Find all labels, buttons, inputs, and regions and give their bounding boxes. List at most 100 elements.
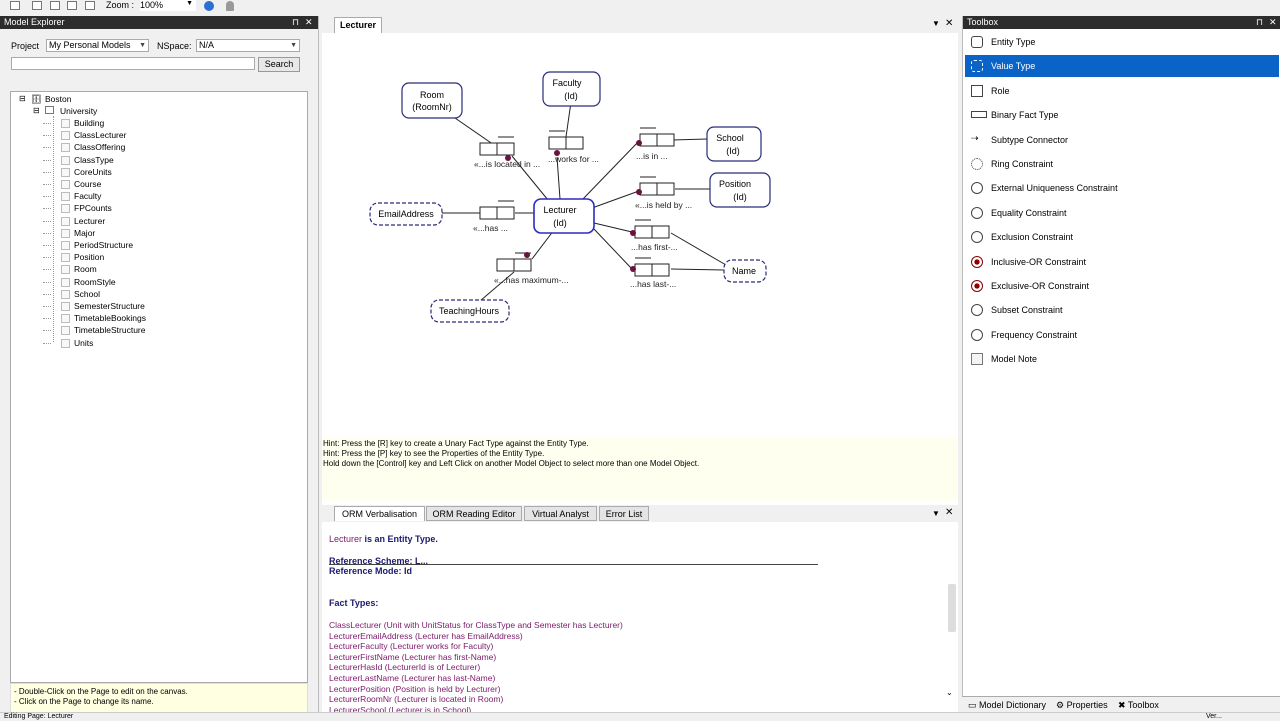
close-icon[interactable]: ✕ (305, 17, 313, 27)
fact-type-item[interactable]: LecturerFirstName (Lecturer has first-Na… (329, 651, 497, 662)
tree-item[interactable]: Position (74, 252, 105, 263)
value-teachinghours[interactable]: TeachingHours (430, 299, 510, 323)
toolbox-item[interactable]: Ring Constraint (965, 153, 1279, 175)
expand-icon[interactable]: ⊟ (33, 106, 40, 115)
tree-item[interactable]: Major (74, 227, 96, 238)
search-input[interactable] (11, 57, 255, 70)
role-icon (971, 84, 983, 97)
tree-item[interactable]: School (74, 288, 100, 299)
project-select[interactable]: My Personal Models▼ (46, 39, 149, 52)
print-icon[interactable] (50, 1, 60, 10)
chevron-down-icon[interactable]: ▼ (932, 19, 940, 28)
tree-item[interactable]: SemesterStructure (74, 301, 145, 311)
tree-item[interactable]: Lecturer (74, 215, 106, 226)
close-icon[interactable]: ✕ (945, 18, 954, 29)
scrollbar-thumb[interactable] (948, 584, 956, 632)
fact-type-boxes[interactable] (479, 133, 675, 277)
fact-type-item[interactable]: LecturerLastName (Lecturer has last-Name… (329, 673, 496, 683)
tab-model-dictionary[interactable]: ▭ Model Dictionary (968, 700, 1047, 710)
fact-type-item[interactable]: LecturerRoomNr (Lecturer is located in R… (329, 694, 504, 705)
orm-canvas[interactable]: Room (RoomNr) Faculty (Id) School (Id) P… (322, 33, 958, 505)
toolbox-item[interactable]: Role (965, 80, 1279, 102)
verbal-ref-scheme: Reference Scheme: L... (329, 556, 429, 564)
close-icon[interactable]: ✕ (945, 507, 954, 518)
fact-type-item[interactable]: ClassLecturer (Unit with UnitStatus for … (329, 620, 623, 630)
tab-virtual-analyst[interactable]: Virtual Analyst (524, 506, 597, 521)
orm-diagram[interactable]: Room (RoomNr) Faculty (Id) School (Id) P… (322, 33, 958, 437)
tree-item[interactable]: CoreUnits (74, 166, 112, 177)
fact-type-item[interactable]: LecturerSchool (Lecturer is in School) (329, 704, 472, 715)
tree-item[interactable]: ClassLecturer (74, 130, 127, 141)
database-icon: 🗄 (31, 94, 42, 104)
toolbox-item-label: Entity Type (991, 37, 1036, 47)
tree-item[interactable]: ClassOffering (74, 142, 126, 153)
tree-item[interactable]: Units (74, 337, 94, 348)
pin-icon[interactable]: ⊓ (1256, 17, 1264, 27)
fact-type-item[interactable]: LecturerHasId (LecturerId is of Lecturer… (329, 662, 481, 673)
value-name[interactable]: Name (723, 259, 767, 283)
panel-title-text: Toolbox (967, 17, 999, 27)
tree-root[interactable]: Boston (45, 94, 72, 104)
toolbox-item[interactable]: Value Type (965, 55, 1279, 78)
tree-item[interactable]: RoomStyle (74, 276, 116, 287)
toolbox-item[interactable]: Exclusive-OR Constraint (965, 275, 1279, 297)
panel-title-text: Model Explorer (4, 17, 65, 27)
toolbox-item[interactable]: Model Note (965, 348, 1279, 370)
entity-position[interactable]: Position (Id) (709, 172, 771, 208)
toolbox-item[interactable]: Inclusive-OR Constraint (965, 251, 1279, 273)
copy-icon[interactable] (67, 1, 77, 10)
paste-icon[interactable] (85, 1, 95, 10)
tab-properties[interactable]: ⚙ Properties (1056, 700, 1108, 710)
value-emailaddress[interactable]: EmailAddress (369, 202, 443, 226)
toolbox-item[interactable]: Subset Constraint (965, 299, 1279, 321)
tree-item[interactable]: Building (74, 118, 105, 128)
reading-has: «...has ... (473, 223, 508, 233)
toolbox-item[interactable]: External Uniqueness Constraint (965, 177, 1279, 199)
tab-toolbox[interactable]: ✖ Toolbox (1118, 700, 1159, 710)
verbal-heading: Lecturer is an Entity Type. (329, 534, 438, 544)
tree-model[interactable]: University (60, 106, 98, 116)
help-icon[interactable] (204, 1, 214, 11)
fact-type-item[interactable]: LecturerPosition (Position is held by Le… (329, 683, 501, 694)
tree-item[interactable]: FPCounts (74, 203, 112, 214)
tab-orm-verbalisation[interactable]: ORM Verbalisation (334, 506, 425, 521)
verbal-entity[interactable]: Lecturer (329, 534, 363, 544)
tree-item[interactable]: TimetableStructure (74, 325, 146, 336)
tree-item[interactable]: Room (74, 264, 97, 275)
tab-lecturer[interactable]: Lecturer (334, 17, 382, 34)
model-icon (45, 106, 54, 114)
toolbox-title: Toolbox ⊓ ✕ (963, 16, 1280, 29)
tree-item[interactable]: Course (74, 179, 102, 189)
tree-item[interactable]: TimetableBookings (74, 313, 146, 324)
entity-faculty[interactable]: Faculty (Id) (542, 71, 601, 107)
toolbox-item[interactable]: Frequency Constraint (965, 324, 1279, 346)
page-icon (61, 277, 70, 287)
user-icon[interactable] (226, 1, 234, 11)
zoom-select[interactable]: 100%▼ (140, 0, 196, 11)
expand-icon[interactable]: ⊟ (19, 94, 26, 103)
pin-icon[interactable]: ⊓ (292, 17, 300, 27)
tree-item[interactable]: PeriodStructure (74, 240, 134, 250)
tab-orm-reading-editor[interactable]: ORM Reading Editor (426, 506, 522, 521)
entity-school[interactable]: School (Id) (706, 126, 762, 162)
save-icon[interactable] (10, 1, 20, 10)
entity-lecturer[interactable]: Lecturer (Id) (533, 198, 595, 234)
nspace-select[interactable]: N/A▼ (196, 39, 300, 52)
toolbox-item[interactable]: Entity Type (965, 31, 1279, 53)
tab-error-list[interactable]: Error List (599, 506, 649, 521)
toolbox-item[interactable]: Exclusion Constraint (965, 226, 1279, 248)
tree-item[interactable]: Faculty (74, 191, 102, 202)
toolbox-item[interactable]: Equality Constraint (965, 202, 1279, 224)
toolbox-item[interactable]: Binary Fact Type (965, 104, 1279, 126)
search-button[interactable]: Search (258, 57, 300, 72)
fact-type-item[interactable]: LecturerEmailAddress (Lecturer has Email… (329, 630, 523, 641)
toolbox-item[interactable]: ⇢Subtype Connector (965, 129, 1279, 151)
new-icon[interactable] (32, 1, 42, 10)
close-icon[interactable]: ✕ (1269, 17, 1277, 27)
scroll-down-icon[interactable]: ⌄ (946, 688, 953, 697)
fact-type-item[interactable]: LecturerFaculty (Lecturer works for Facu… (329, 641, 494, 652)
chevron-down-icon[interactable]: ▼ (932, 509, 940, 518)
tree-item[interactable]: ClassType (74, 154, 114, 165)
model-explorer-title: Model Explorer ⊓ ✕ (0, 16, 318, 29)
entity-room[interactable]: Room (RoomNr) (401, 82, 463, 119)
